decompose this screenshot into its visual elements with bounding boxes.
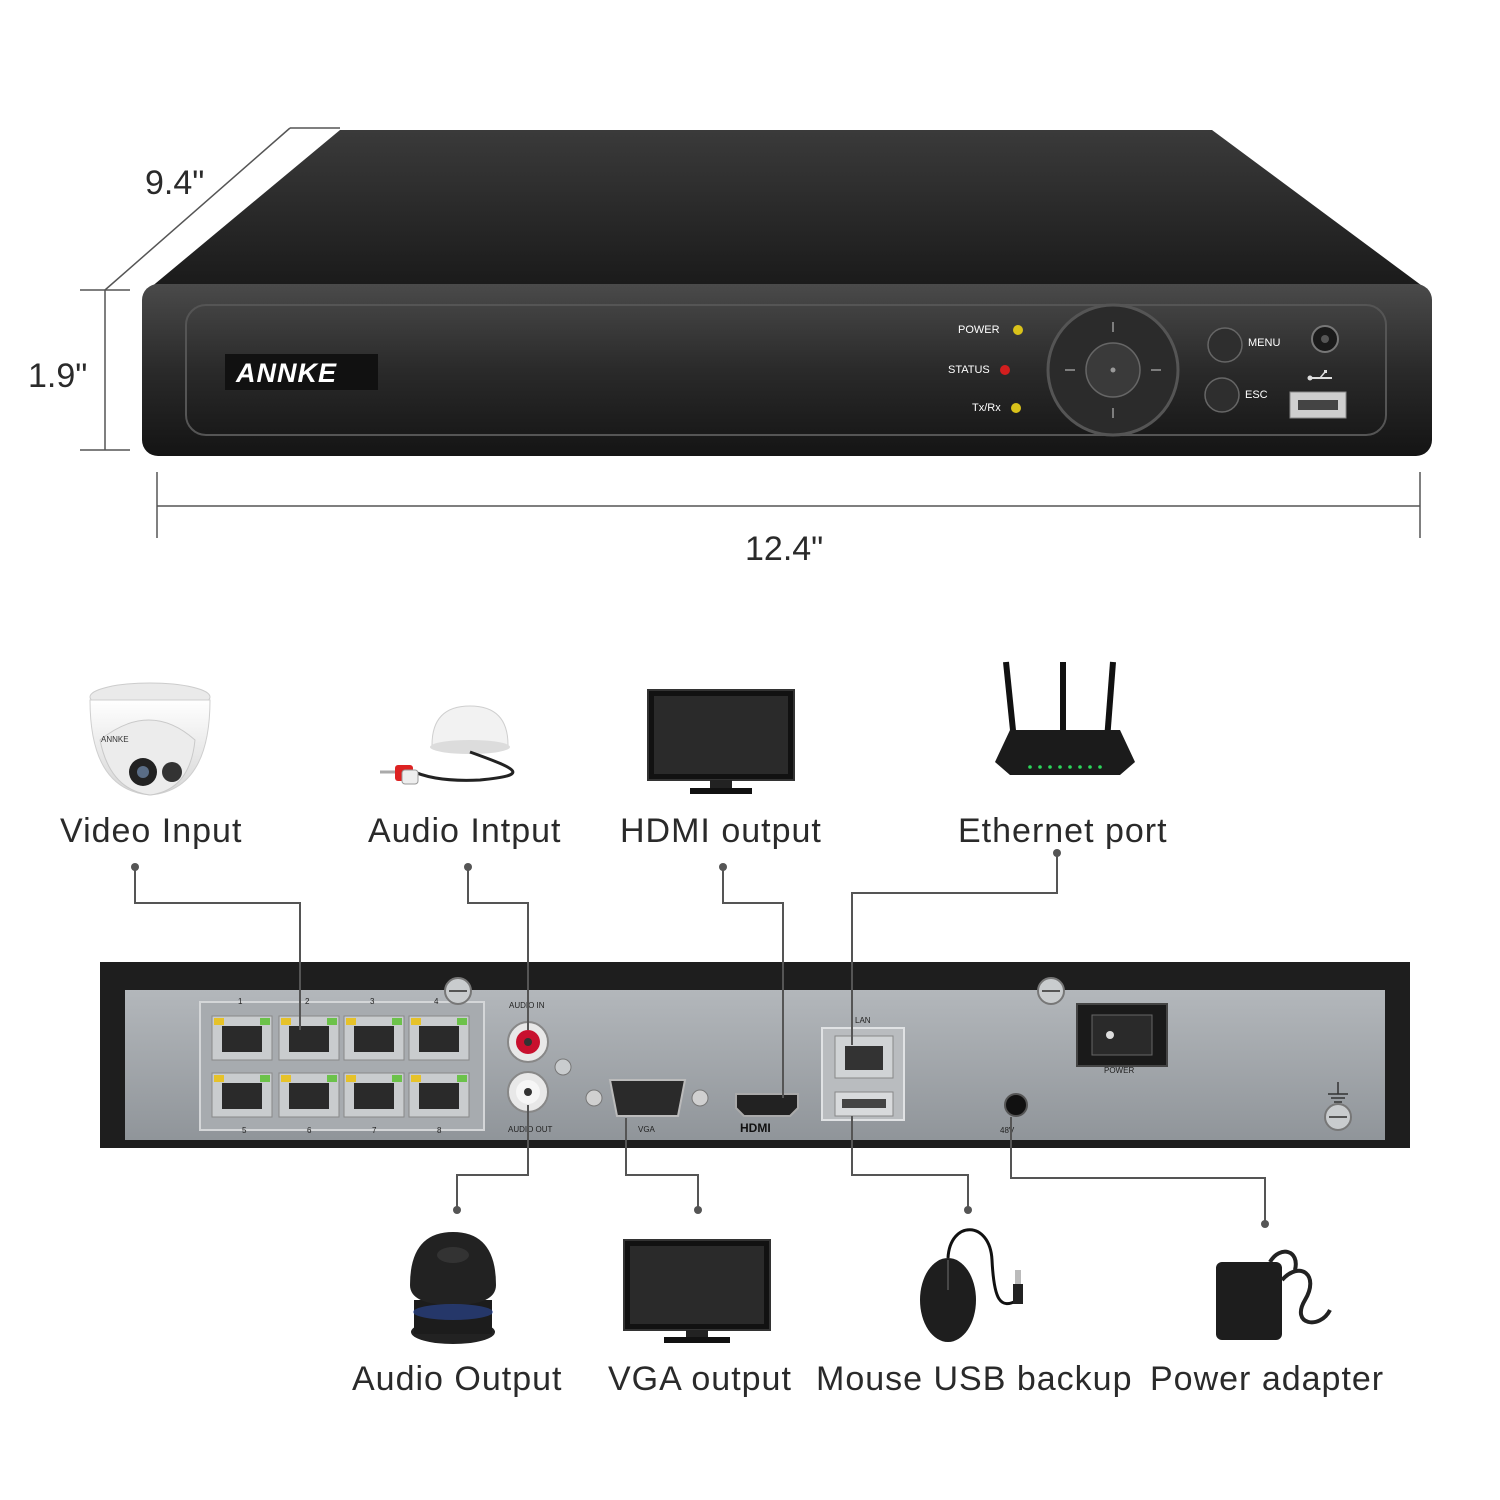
svg-text:1: 1 (238, 997, 243, 1006)
lan-label: LAN (855, 1016, 871, 1025)
mouse-icon (920, 1228, 1023, 1342)
menu-button-label: MENU (1248, 337, 1280, 349)
poe-port-6[interactable] (278, 1072, 340, 1118)
poe-port-numbers-bottom: 5 6 7 8 (242, 1126, 442, 1135)
audio-out-label: AUDIO OUT (508, 1125, 553, 1134)
nvr-front-view: ANNKE POWER STATUS Tx/Rx MENU ESC (142, 130, 1432, 456)
caption-hdmi-output: HDMI output (620, 812, 822, 850)
esc-button-label: ESC (1245, 389, 1268, 401)
power-led-icon (1013, 325, 1023, 335)
dc-power-jack[interactable] (1004, 1093, 1028, 1117)
esc-button[interactable] (1204, 377, 1240, 413)
navigation-dial-icon[interactable] (1046, 303, 1180, 437)
poe-port-7[interactable] (343, 1072, 405, 1118)
caption-audio-input: Audio Intput (368, 812, 561, 850)
hdmi-monitor-icon (647, 689, 795, 794)
brand-logo: ANNKE (235, 358, 337, 388)
caption-video-input: Video Input (60, 812, 242, 850)
poe-port-4[interactable] (408, 1015, 470, 1061)
speaker-icon (410, 1232, 496, 1344)
power-adapter-icon (1216, 1249, 1332, 1340)
caption-ethernet-port: Ethernet port (958, 812, 1168, 850)
microphone-icon (380, 705, 515, 785)
hdmi-label: HDMI (740, 1121, 771, 1135)
ground-symbol-icon (1328, 1082, 1348, 1103)
poe-port-5[interactable] (211, 1072, 273, 1118)
poe-ports (211, 1015, 470, 1118)
menu-button[interactable] (1207, 327, 1243, 363)
vga-monitor-icon (623, 1239, 771, 1343)
svg-text:6: 6 (307, 1126, 312, 1135)
poe-port-3[interactable] (343, 1015, 405, 1061)
indicator-label-status: STATUS (948, 364, 990, 376)
nvr-top-surface (150, 130, 1425, 288)
poe-port-8[interactable] (408, 1072, 470, 1118)
caption-audio-output: Audio Output (352, 1360, 562, 1398)
connector-lines (131, 849, 1269, 1228)
poe-port-1[interactable] (211, 1015, 273, 1061)
svg-text:3: 3 (370, 997, 375, 1006)
caption-vga-output: VGA output (608, 1360, 792, 1398)
vga-label: VGA (638, 1125, 656, 1134)
svg-text:2: 2 (305, 997, 310, 1006)
svg-text:8: 8 (437, 1126, 442, 1135)
height-dimension-label: 1.9" (28, 357, 87, 395)
caption-mouse-usb-backup: Mouse USB backup (816, 1360, 1133, 1398)
svg-text:7: 7 (372, 1126, 377, 1135)
poe-port-numbers-top: 1 2 3 4 (238, 997, 439, 1006)
svg-text:ANNKE: ANNKE (101, 735, 129, 744)
hdmi-port[interactable] (735, 1093, 799, 1117)
svg-text:5: 5 (242, 1126, 247, 1135)
audio-in-label: AUDIO IN (509, 1001, 545, 1010)
status-led-icon (1000, 365, 1010, 375)
txrx-led-icon (1011, 403, 1021, 413)
vga-port[interactable] (608, 1079, 687, 1117)
power-switch-label: POWER (1104, 1066, 1134, 1075)
caption-power-adapter: Power adapter (1150, 1360, 1384, 1398)
svg-text:4: 4 (434, 997, 439, 1006)
usb-symbol-icon (1307, 370, 1332, 381)
depth-dimension-label: 9.4" (145, 164, 204, 202)
router-icon (995, 661, 1135, 775)
indicator-label-txrx: Tx/Rx (972, 402, 1001, 414)
indicator-label-power: POWER (958, 324, 1000, 336)
width-dimension-label: 12.4" (745, 530, 823, 568)
dc-label: 48V (1000, 1126, 1015, 1135)
poe-port-2[interactable] (278, 1015, 340, 1061)
nvr-rear-panel: 1 2 3 4 5 6 7 8 AUDIO IN (100, 962, 1410, 1148)
dome-camera-icon: ANNKE (89, 682, 211, 796)
dimension-lines (80, 127, 1421, 538)
